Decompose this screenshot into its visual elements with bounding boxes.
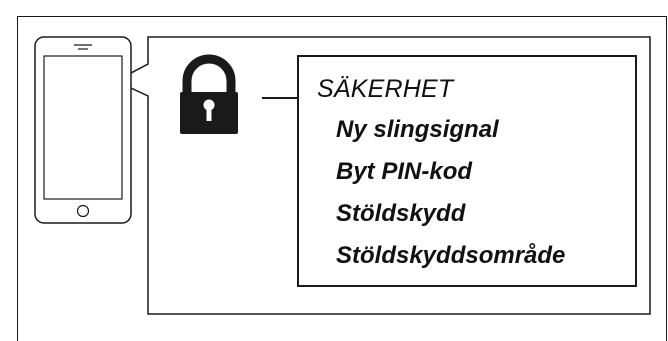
security-menu-box: SÄKERHET Ny slingsignal Byt PIN-kod Stöl… bbox=[297, 55, 637, 287]
menu-item-list: Ny slingsignal Byt PIN-kod Stöldskydd St… bbox=[336, 115, 565, 283]
menu-item-theft-protection-area: Stöldskyddsområde bbox=[336, 242, 566, 269]
padlock-icon bbox=[180, 54, 238, 134]
menu-item-new-loop-signal: Ny slingsignal bbox=[336, 116, 499, 143]
menu-title: SÄKERHET bbox=[317, 75, 454, 103]
menu-item-change-pin: Byt PIN-kod bbox=[336, 158, 473, 185]
menu-item-theft-protection: Stöldskydd bbox=[336, 200, 466, 227]
figure-frame bbox=[17, 16, 667, 341]
smartphone-icon bbox=[34, 36, 132, 224]
